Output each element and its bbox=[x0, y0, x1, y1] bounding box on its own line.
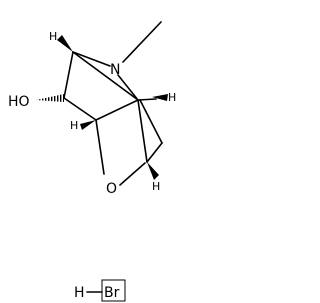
c3-hydrogen-label: H bbox=[70, 119, 78, 132]
c1-hydrogen-label: H bbox=[49, 30, 57, 43]
c3-oxygen-bond bbox=[95, 119, 105, 175]
c6-h-wedge bbox=[152, 94, 168, 101]
ch2-bridge-bond bbox=[139, 99, 163, 144]
c7-ch2-bond bbox=[146, 142, 163, 163]
c1-bridge-bond bbox=[72, 51, 139, 101]
c7-h-wedge bbox=[147, 162, 159, 180]
bromine-box bbox=[101, 279, 126, 302]
hydroxyl-label: HO bbox=[8, 94, 30, 110]
bridge-c6-bond bbox=[137, 98, 157, 101]
c7-hydrogen-label: H bbox=[152, 180, 160, 193]
nitrogen-atom-label: N bbox=[110, 62, 120, 78]
n-bridge-bond bbox=[117, 74, 139, 101]
salt-hydrogen-label: H bbox=[74, 285, 85, 301]
molecule-diagram: N HO O H H H H H Br bbox=[8, 21, 176, 302]
c3-bridge-bond bbox=[95, 99, 139, 121]
n-methyl-bond bbox=[122, 21, 162, 63]
c6-hydrogen-label: H bbox=[168, 91, 176, 104]
c6-c7-bond bbox=[137, 99, 148, 163]
c2-c3-bond bbox=[63, 97, 97, 121]
hydroxyl-wedge bbox=[36, 94, 64, 102]
c1-c2-bond bbox=[63, 51, 74, 99]
ring-oxygen-atom-label: O bbox=[106, 181, 117, 197]
c1-n-bond bbox=[72, 51, 111, 67]
c3-h-wedge bbox=[80, 120, 96, 130]
oxygen-c7-bond bbox=[119, 162, 146, 186]
salt-bromine-label: Br bbox=[104, 285, 120, 301]
c1-h-wedge bbox=[57, 35, 73, 52]
